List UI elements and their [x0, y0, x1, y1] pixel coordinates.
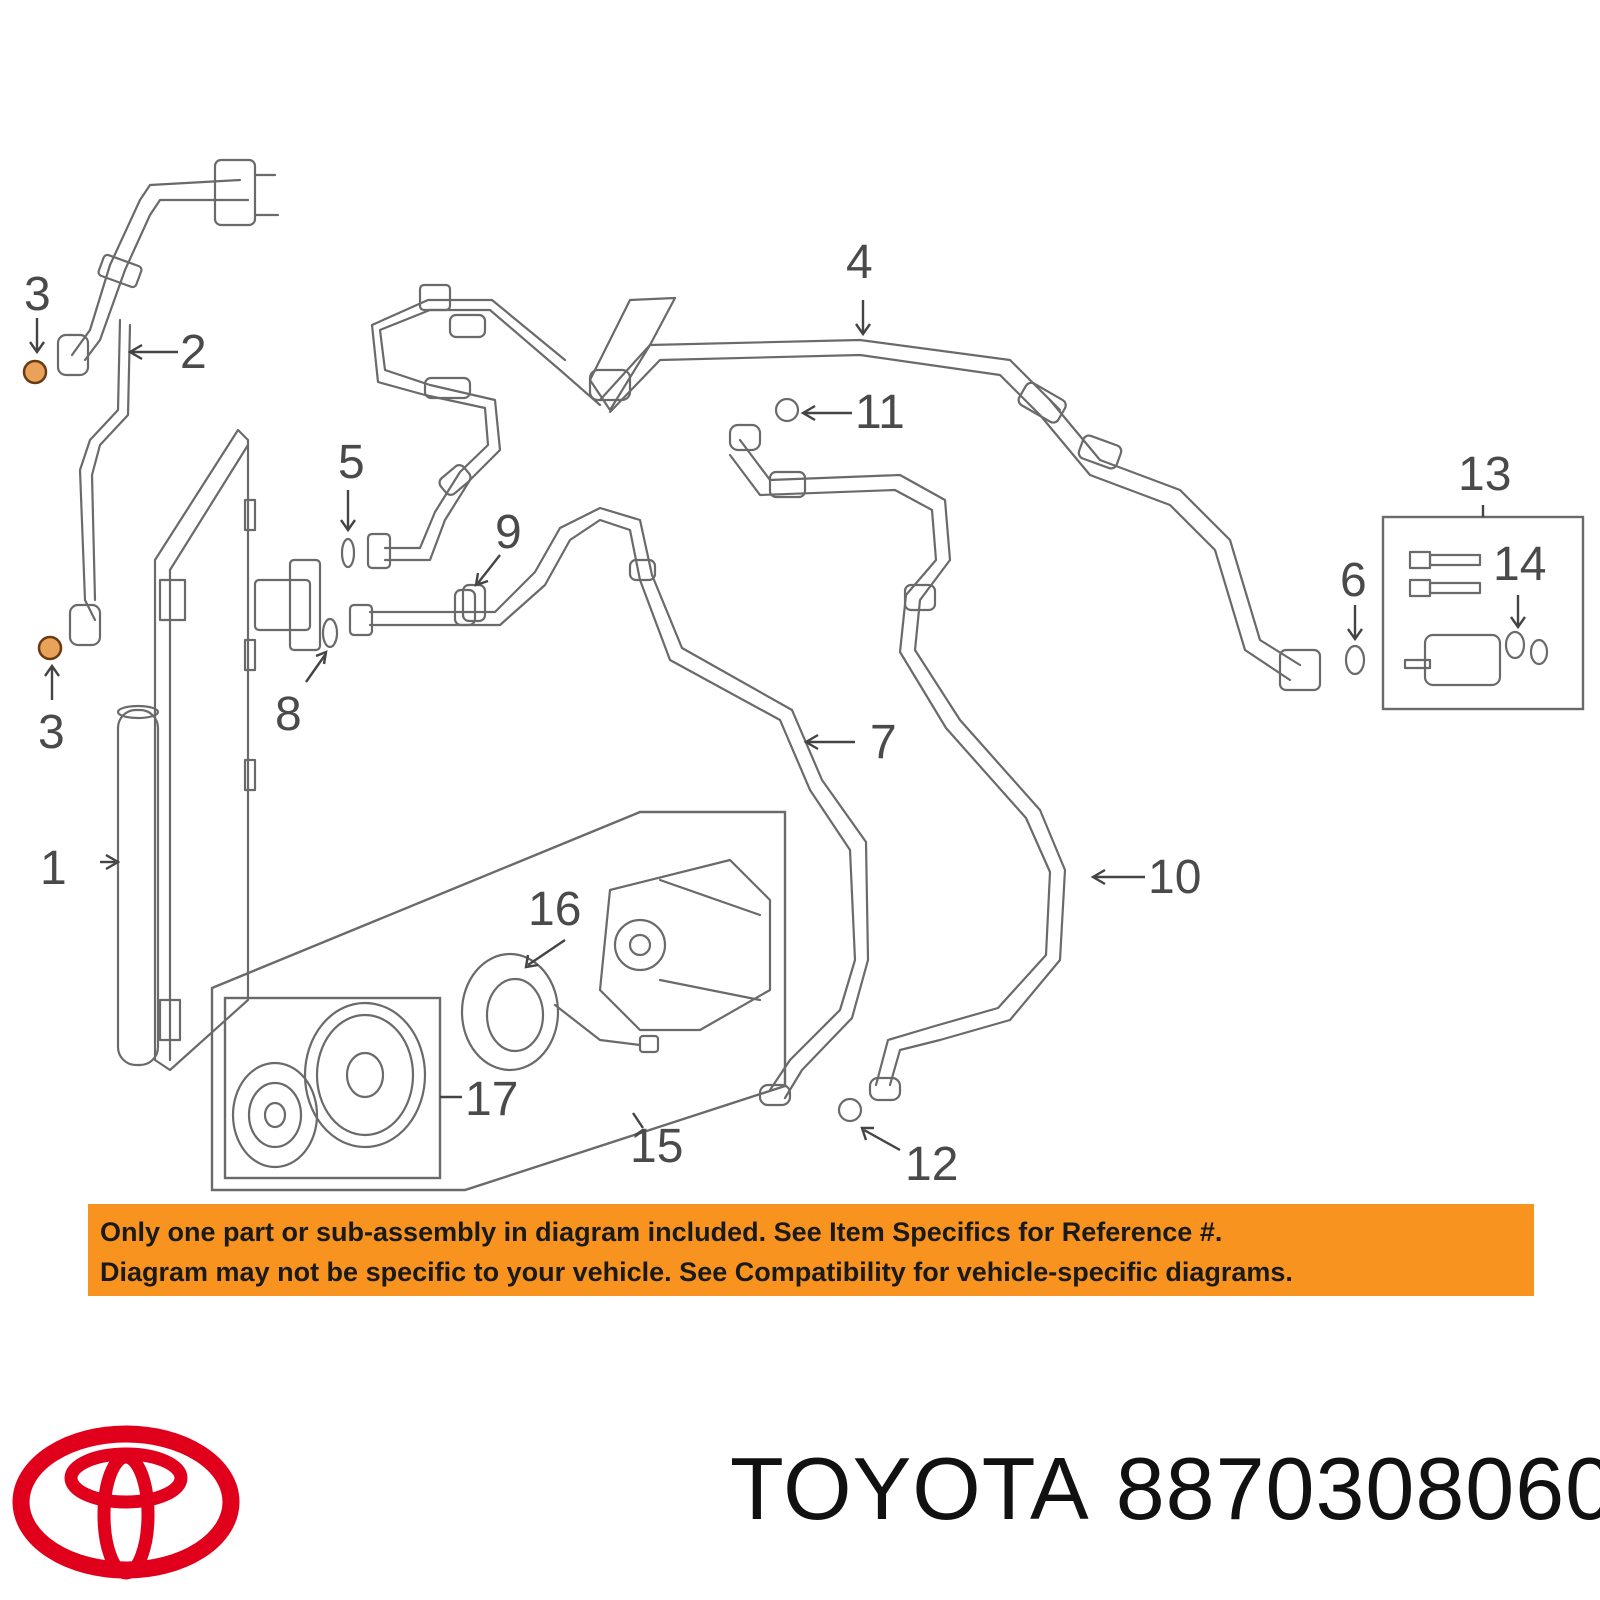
- o-ring-11: [774, 397, 800, 423]
- callout-5: 5: [338, 436, 365, 489]
- expansion-valve-kit-box: [1381, 515, 1585, 711]
- leader-lines: [29, 300, 1526, 1152]
- clutch-hub: [231, 1061, 319, 1169]
- callout-numbers: 1 2 3 3 4 5 6 7 8 9 10 11 12 13 14 15 16…: [24, 236, 1546, 1191]
- liquid-line-upper: [366, 283, 602, 570]
- o-ring-8: [321, 617, 339, 649]
- callout-16: 16: [528, 883, 581, 936]
- callout-7: 7: [870, 716, 897, 769]
- disclaimer-line-2: Diagram may not be specific to your vehi…: [100, 1257, 1293, 1287]
- callout-2: 2: [180, 326, 207, 379]
- expansion-valve: [1403, 550, 1502, 687]
- o-ring-14b: [1529, 638, 1549, 666]
- clutch-coil: [460, 952, 660, 1072]
- toyota-logo: [12, 1425, 240, 1580]
- callout-3-top: 3: [24, 268, 51, 321]
- part-number: 8870308060: [1115, 1439, 1600, 1538]
- disclaimer-line-1: Only one part or sub-assembly in diagram…: [100, 1217, 1223, 1247]
- callout-11: 11: [855, 386, 905, 439]
- liquid-line-lower: [348, 506, 870, 1107]
- callout-13: 13: [1458, 448, 1511, 501]
- o-ring-6: [1344, 644, 1366, 676]
- compressor: [598, 858, 772, 1032]
- callout-3-bottom: 3: [38, 706, 65, 759]
- callout-1: 1: [40, 842, 67, 895]
- callout-12: 12: [905, 1138, 958, 1191]
- receiver-drier: [116, 704, 160, 1067]
- callout-9: 9: [495, 506, 522, 559]
- clutch-box: [223, 996, 442, 1180]
- condenser: [153, 428, 322, 1072]
- brand-name: TOYOTA: [730, 1439, 1090, 1538]
- callout-15: 15: [630, 1120, 683, 1173]
- discharge-hose: [56, 158, 280, 647]
- o-ring-seal-bottom: [37, 635, 63, 661]
- clutch-pulley: [303, 1001, 427, 1149]
- callout-8: 8: [275, 688, 302, 741]
- suction-hose: [588, 296, 1322, 692]
- suction-tube: [728, 423, 1067, 1102]
- disclaimer-banner: Only one part or sub-assembly in diagram…: [88, 1204, 1534, 1296]
- o-ring-12: [837, 1097, 863, 1123]
- callout-6: 6: [1340, 554, 1367, 607]
- callout-17: 17: [465, 1073, 518, 1126]
- callout-4: 4: [846, 236, 873, 289]
- o-ring-5: [340, 537, 356, 569]
- o-ring-14a: [1504, 630, 1526, 660]
- compressor-box: [210, 810, 787, 1192]
- o-ring-seal-top: [22, 359, 48, 385]
- callout-14: 14: [1493, 538, 1546, 591]
- brand-part-label: TOYOTA 8870308060: [730, 1438, 1600, 1540]
- callout-10: 10: [1148, 851, 1201, 904]
- pressure-switch-9: [461, 583, 487, 623]
